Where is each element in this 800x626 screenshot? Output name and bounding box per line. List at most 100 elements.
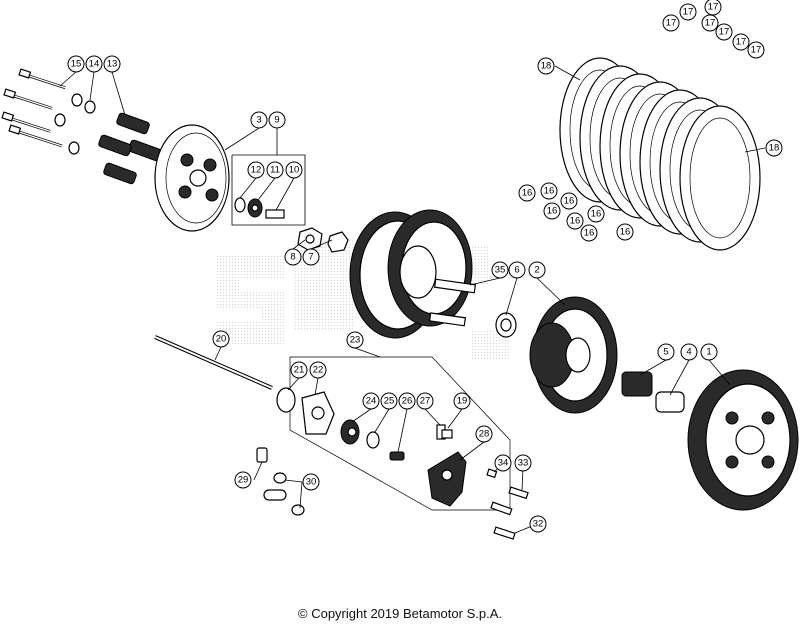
- svg-text:26: 26: [402, 396, 413, 407]
- callout-32: 32: [529, 515, 547, 533]
- callout-20: 20: [212, 330, 230, 348]
- svg-text:18: 18: [541, 61, 552, 72]
- actuator-cover: [276, 387, 335, 435]
- svg-text:3: 3: [256, 115, 261, 126]
- callout-19: 19: [453, 392, 471, 410]
- svg-text:16: 16: [584, 228, 595, 239]
- svg-text:16: 16: [620, 227, 631, 238]
- callout-24: 24: [362, 392, 380, 410]
- callout-3: 3: [250, 111, 268, 129]
- release-lever: [427, 451, 467, 507]
- svg-text:16: 16: [522, 188, 533, 199]
- callout-11: 11: [266, 161, 284, 179]
- svg-text:17: 17: [736, 37, 747, 48]
- svg-text:22: 22: [313, 365, 324, 376]
- svg-text:17: 17: [751, 45, 762, 56]
- callout-26: 26: [398, 392, 416, 410]
- callout-33: 33: [514, 454, 532, 472]
- clutch-plate-stack: [559, 57, 761, 251]
- callout-1: 1: [700, 343, 718, 361]
- svg-text:6: 6: [514, 265, 519, 276]
- callout-16: 16: [518, 184, 536, 202]
- callout-14: 14: [85, 55, 103, 73]
- callout-6: 6: [508, 261, 526, 279]
- svg-text:16: 16: [564, 196, 575, 207]
- callout-22: 22: [309, 361, 327, 379]
- callout-9: 9: [268, 111, 286, 129]
- callout-16: 16: [543, 202, 561, 220]
- callout-5: 5: [657, 343, 675, 361]
- svg-text:17: 17: [705, 18, 716, 29]
- svg-text:8: 8: [290, 252, 295, 263]
- thrust-washer: [495, 312, 517, 338]
- svg-text:16: 16: [591, 209, 602, 220]
- bleeder-and-fittings: [256, 447, 305, 516]
- svg-text:18: 18: [769, 143, 780, 154]
- actuator-internals: [340, 419, 453, 461]
- callout-17: 17: [732, 33, 750, 51]
- callout-16: 16: [580, 224, 598, 242]
- svg-text:15: 15: [71, 59, 82, 70]
- callout-12: 12: [247, 161, 265, 179]
- svg-text:16: 16: [544, 186, 555, 197]
- callout-21: 21: [290, 361, 308, 379]
- svg-text:12: 12: [251, 165, 262, 176]
- svg-text:5: 5: [663, 347, 668, 358]
- nut-and-lockwasher: [297, 227, 349, 253]
- svg-text:16: 16: [570, 216, 581, 227]
- callout-10: 10: [285, 161, 303, 179]
- svg-text:28: 28: [479, 429, 490, 440]
- clutch-basket: [529, 296, 618, 414]
- svg-text:11: 11: [270, 165, 280, 176]
- callout-15: 15: [67, 55, 85, 73]
- svg-text:13: 13: [107, 59, 118, 70]
- callout-8: 8: [284, 248, 302, 266]
- callout-17: 17: [715, 23, 733, 41]
- svg-text:23: 23: [350, 335, 361, 346]
- callout-17: 17: [679, 3, 697, 21]
- callout-13: 13: [103, 55, 121, 73]
- release-bearing-parts: [234, 197, 285, 219]
- spring-set: [98, 112, 162, 185]
- svg-text:21: 21: [294, 365, 305, 376]
- svg-text:25: 25: [384, 396, 395, 407]
- callout-27: 27: [416, 392, 434, 410]
- leader-lines: [59, 65, 766, 534]
- clutch-hub: [349, 209, 477, 339]
- callout-7: 7: [302, 248, 320, 266]
- primary-gear: [687, 369, 799, 511]
- callout-34: 34: [494, 454, 512, 472]
- callout-17: 17: [704, 0, 722, 16]
- svg-text:35: 35: [495, 265, 506, 276]
- svg-text:2: 2: [534, 265, 539, 276]
- callout-17: 17: [662, 14, 680, 32]
- svg-text:17: 17: [708, 2, 719, 13]
- svg-text:10: 10: [289, 165, 300, 176]
- needle-bearing: [621, 371, 685, 413]
- callout-29: 29: [234, 471, 252, 489]
- svg-text:17: 17: [666, 18, 677, 29]
- washer-set: [54, 93, 96, 155]
- callout-25: 25: [380, 392, 398, 410]
- callout-23: 23: [346, 331, 364, 349]
- callout-17: 17: [747, 41, 765, 59]
- svg-text:17: 17: [719, 27, 730, 38]
- svg-text:34: 34: [498, 458, 509, 469]
- callout-16: 16: [560, 192, 578, 210]
- svg-text:9: 9: [274, 115, 279, 126]
- push-rod: [154, 335, 273, 390]
- svg-text:4: 4: [686, 347, 691, 358]
- callout-16: 16: [540, 182, 558, 200]
- svg-text:16: 16: [547, 206, 558, 217]
- callout-28: 28: [475, 425, 493, 443]
- svg-text:19: 19: [457, 396, 468, 407]
- callout-16: 16: [616, 223, 634, 241]
- svg-text:1: 1: [706, 347, 711, 358]
- bolt-set-left: [1, 68, 66, 148]
- svg-text:33: 33: [518, 458, 529, 469]
- svg-text:30: 30: [306, 477, 317, 488]
- svg-text:17: 17: [683, 7, 694, 18]
- callout-18: 18: [765, 139, 783, 157]
- svg-text:7: 7: [308, 252, 313, 263]
